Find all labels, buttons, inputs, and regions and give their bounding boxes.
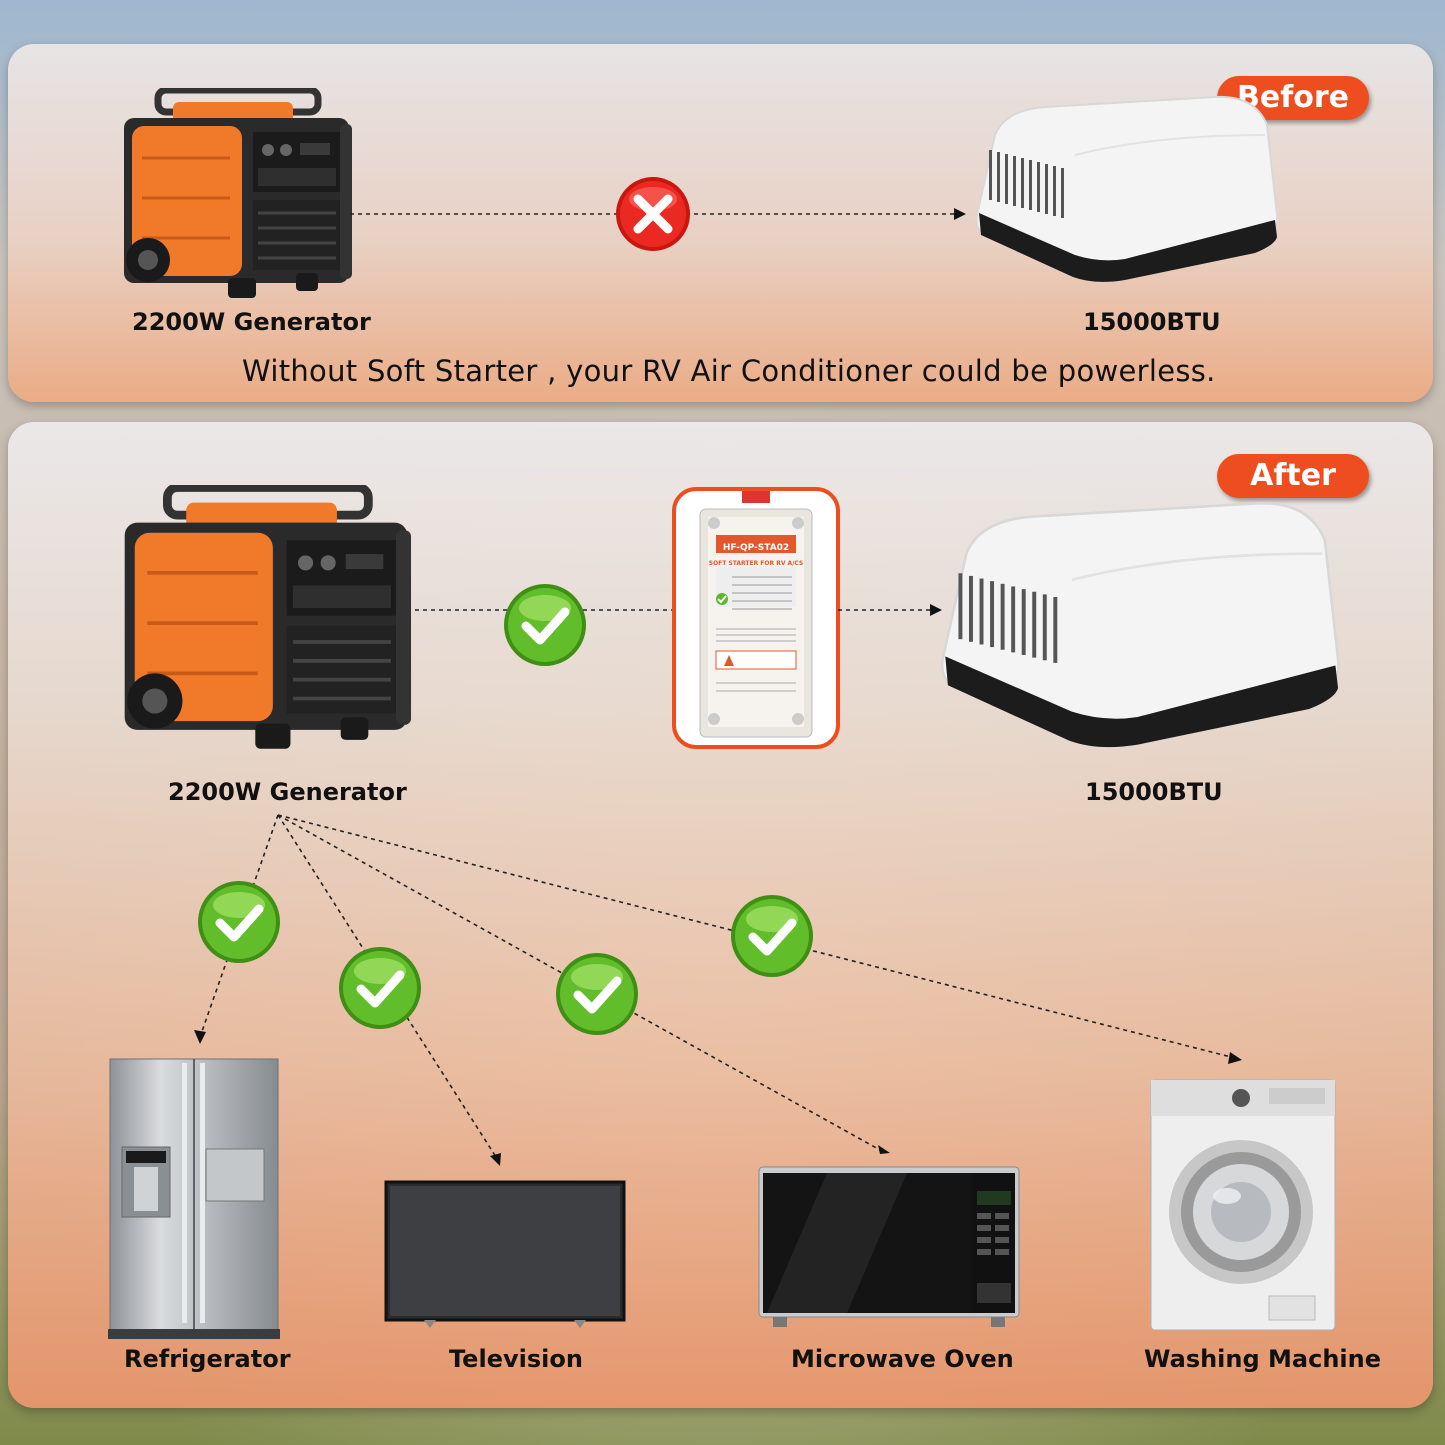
refrigerator-image [108,1057,280,1339]
generator-image [118,88,363,303]
appliance-label: Microwave Oven [791,1345,1014,1373]
connector-arrow [350,200,970,230]
microwave-oven-image [757,1163,1022,1331]
washing-machine-image [1149,1078,1337,1332]
checkmark-icon [554,951,640,1037]
checkmark-icon [729,893,815,979]
x-mark-icon [614,175,692,253]
ac-label: 15000BTU [1083,308,1221,336]
before-caption: Without Soft Starter , your RV Air Condi… [242,354,1216,388]
appliance-label: Washing Machine [1144,1345,1382,1373]
appliance-label: Television [449,1345,583,1373]
appliance-label: Refrigerator [124,1345,291,1373]
connector-arrow [838,600,948,620]
soft-starter-device [672,487,840,749]
checkmark-icon [337,945,423,1031]
soft-starter-subtitle: SOFT STARTER FOR RV A/CS [708,560,804,567]
television-image [384,1180,626,1330]
checkmark-icon [502,582,588,668]
generator-image [112,485,430,755]
checkmark-icon [196,879,282,965]
after-badge: After [1217,454,1369,498]
ac-label: 15000BTU [1085,778,1223,806]
rv-air-conditioner-image [975,95,1280,285]
soft-starter-model: HF-QP-STA02 [722,543,790,553]
generator-label: 2200W Generator [168,778,407,806]
rv-air-conditioner-image [940,498,1342,754]
generator-label: 2200W Generator [132,308,371,336]
